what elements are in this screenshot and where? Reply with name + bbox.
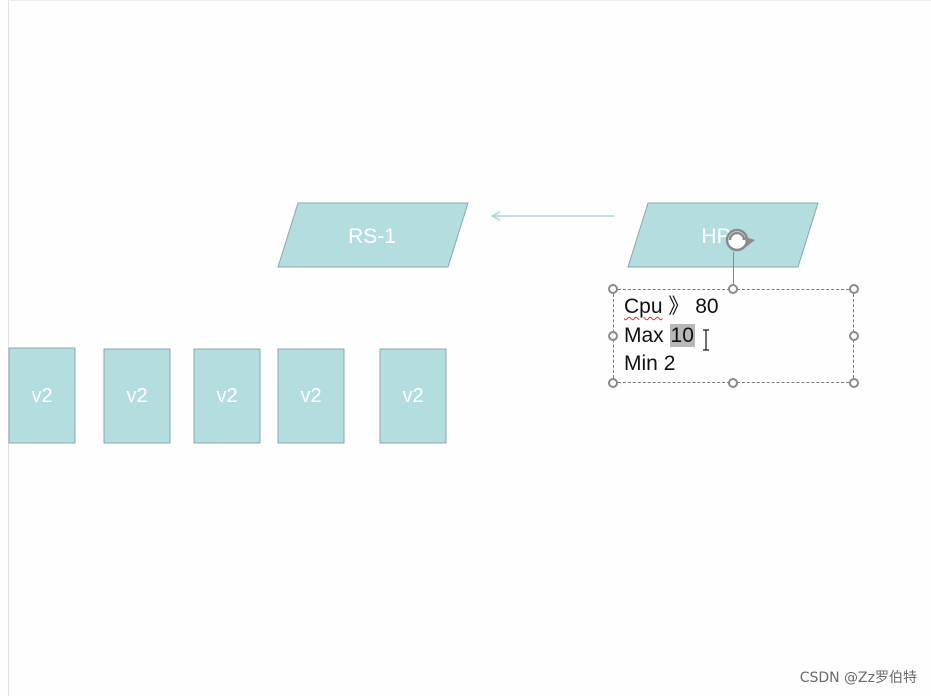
cpu-operator: 》 [668, 295, 690, 318]
resize-handle-middle-right[interactable] [849, 331, 859, 341]
min-value: 2 [663, 352, 676, 375]
textbox-line-max[interactable]: Max 10 [624, 324, 695, 348]
resize-handle-top-center[interactable] [728, 284, 738, 294]
resize-handle-bottom-center[interactable] [728, 378, 738, 388]
watermark: CSDN @Zz罗伯特 [799, 670, 917, 686]
slide-top-edge [8, 0, 931, 1]
resize-handle-top-right[interactable] [849, 284, 859, 294]
pod-5[interactable]: v2 [379, 348, 447, 444]
pod-1-label: v2 [31, 385, 52, 407]
hpa-parallelogram[interactable] [627, 202, 819, 268]
arrow-head [490, 211, 501, 221]
pod-4-label: v2 [300, 385, 321, 407]
rotate-stem [733, 252, 734, 285]
max-key: Max [624, 324, 664, 347]
pod-3[interactable]: v2 [193, 348, 261, 444]
pod-2[interactable]: v2 [103, 348, 171, 444]
rotate-arrow-tip [745, 237, 755, 247]
hpa-to-rs-arrow[interactable] [490, 211, 614, 221]
pod-1-box[interactable] [8, 347, 76, 444]
rotate-arc [728, 231, 746, 241]
pod-4-box[interactable] [277, 348, 345, 444]
resize-handle-middle-left[interactable] [608, 331, 618, 341]
pod-2-box[interactable] [103, 348, 171, 444]
selected-textbox[interactable]: Cpu 》 80 Max 10 Min 2 [613, 289, 854, 383]
hpa-label: HP [701, 225, 730, 248]
resize-handle-top-left[interactable] [608, 284, 618, 294]
min-key: Min [624, 352, 658, 375]
pod-5-box[interactable] [379, 348, 447, 444]
hpa-shape[interactable]: HP [627, 202, 819, 268]
rotate-handle-icon[interactable] [725, 228, 755, 252]
replicaset-parallelogram[interactable] [277, 202, 469, 268]
replicaset-shape[interactable]: RS-1 [277, 202, 469, 268]
pod-3-label: v2 [216, 385, 237, 407]
max-value-selected[interactable]: 10 [669, 324, 695, 347]
pod-row: v2 v2 v2 v2 v2 [8, 347, 447, 444]
pod-3-box[interactable] [193, 348, 261, 444]
textbox-line-cpu[interactable]: Cpu 》 80 [624, 295, 719, 319]
cpu-value: 80 [695, 295, 719, 318]
resize-handle-bottom-left[interactable] [608, 378, 618, 388]
text-cursor-icon [703, 329, 709, 351]
cpu-key: Cpu [624, 295, 663, 318]
pod-5-label: v2 [402, 385, 423, 407]
pod-1[interactable]: v2 [8, 347, 76, 444]
resize-handle-bottom-right[interactable] [849, 378, 859, 388]
pod-4[interactable]: v2 [277, 348, 345, 444]
textbox-line-min[interactable]: Min 2 [624, 352, 675, 376]
replicaset-label: RS-1 [348, 225, 396, 248]
pod-2-label: v2 [126, 385, 147, 407]
